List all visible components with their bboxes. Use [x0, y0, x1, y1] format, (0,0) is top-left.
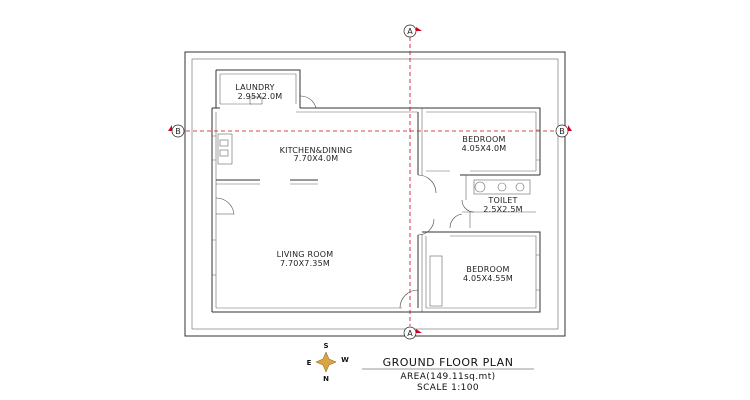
toilet-name: TOILET [487, 196, 517, 205]
kitchen-name: KITCHEN&DINING [280, 146, 353, 155]
plan-scale: SCALE 1:100 [417, 383, 479, 393]
room-label-toilet: TOILET 2.5X2.5M [483, 196, 522, 214]
compass-star-icon [315, 351, 337, 373]
room-label-bedroom-2: BEDROOM 4.05X4.55M [463, 265, 513, 283]
toilet-size: 2.5X2.5M [483, 205, 522, 214]
room-label-bedroom-1: BEDROOM 4.05X4.0M [462, 135, 507, 153]
compass-bottom-label: N [323, 375, 329, 383]
svg-text:B: B [559, 127, 565, 136]
living-name: LIVING ROOM [277, 250, 334, 259]
bedroom-1-name: BEDROOM [462, 135, 505, 144]
building-walls [211, 69, 541, 313]
section-marker-a-top: A [403, 24, 422, 38]
section-lines [186, 30, 554, 326]
room-label-living: LIVING ROOM 7.70X7.35M [277, 250, 334, 268]
section-marker-b-right: B [555, 124, 572, 138]
living-size: 7.70X7.35M [280, 259, 330, 268]
compass-rose: S E W N [307, 342, 350, 383]
laundry-size: 2.95X2.0M [238, 92, 283, 101]
room-label-laundry: LAUNDRY 2.95X2.0M [235, 83, 282, 101]
laundry-name: LAUNDRY [235, 83, 274, 92]
section-marker-a-bottom: A [403, 326, 422, 340]
svg-text:B: B [175, 127, 181, 136]
plot-boundary [184, 51, 566, 337]
bedroom-1-size: 4.05X4.0M [462, 144, 507, 153]
bedroom-2-name: BEDROOM [466, 265, 509, 274]
compass-left-label: E [307, 359, 312, 367]
door-swings [215, 95, 475, 309]
svg-text:A: A [407, 27, 413, 36]
kitchen-size: 7.70X4.0M [294, 154, 339, 163]
compass-right-label: W [341, 356, 349, 364]
compass-top-label: S [323, 342, 328, 350]
svg-text:A: A [407, 329, 413, 338]
section-marker-b-left: B [168, 124, 185, 138]
title-block: GROUND FLOOR PLAN AREA(149.11sq.mt) SCAL… [362, 356, 534, 393]
plan-title: GROUND FLOOR PLAN [383, 356, 514, 369]
bedroom-2-size: 4.05X4.55M [463, 274, 513, 283]
plan-area: AREA(149.11sq.mt) [400, 372, 495, 382]
room-label-kitchen: KITCHEN&DINING 7.70X4.0M [280, 146, 353, 163]
